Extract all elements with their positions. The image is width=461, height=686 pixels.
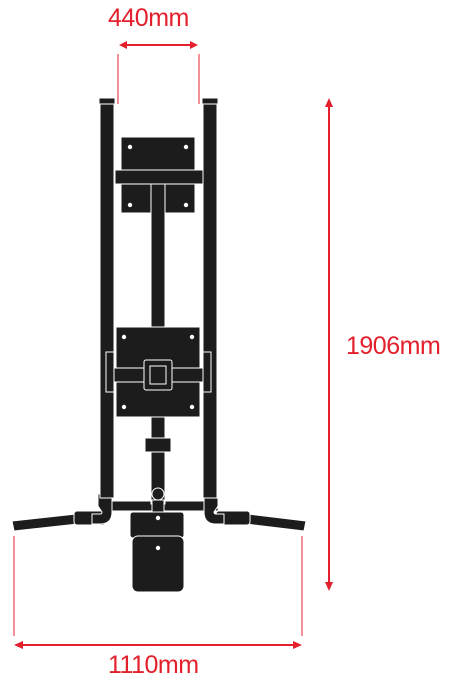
middle-clamp-inner: [149, 365, 167, 385]
bolt-hole: [121, 404, 127, 410]
bolt-hole: [189, 334, 195, 340]
bolt-hole: [155, 545, 161, 551]
top-crossbar: [114, 169, 204, 185]
bolt-hole: [189, 404, 195, 410]
dimension-lines: [13, 41, 333, 649]
weight-box: [131, 535, 185, 593]
right-side-bracket: [202, 351, 212, 393]
left-upright-cap: [98, 97, 116, 105]
bolt-holes: [121, 144, 195, 551]
width-dimension-arrow-right: [293, 641, 302, 649]
top-dimension-arrow-right: [190, 41, 198, 49]
height-label: 1906mm: [346, 332, 441, 360]
bolt-hole: [183, 144, 189, 150]
machine-frame: [11, 97, 307, 593]
base-width-label: 1110mm: [108, 651, 199, 679]
top-spacing-label: 440mm: [108, 4, 189, 32]
column-collar: [144, 437, 172, 453]
bolt-hole: [127, 202, 133, 208]
right-upright: [202, 97, 218, 499]
base-plate: [129, 511, 185, 539]
right-base-leg: [245, 513, 307, 532]
left-side-bracket: [105, 351, 115, 393]
width-dimension-arrow-left: [14, 641, 23, 649]
left-elbow: [91, 493, 113, 525]
right-upright-cap: [201, 97, 219, 105]
right-elbow: [203, 493, 225, 525]
bolt-hole: [155, 515, 161, 521]
bolt-hole: [121, 334, 127, 340]
left-base-leg: [11, 513, 79, 532]
height-dimension-arrow-bottom: [325, 582, 333, 591]
bolt-hole: [127, 144, 133, 150]
height-dimension-arrow-top: [325, 98, 333, 107]
top-dimension-arrow-left: [119, 41, 127, 49]
pivot-knob: [151, 487, 165, 501]
bolt-hole: [183, 202, 189, 208]
left-upright: [99, 97, 115, 499]
